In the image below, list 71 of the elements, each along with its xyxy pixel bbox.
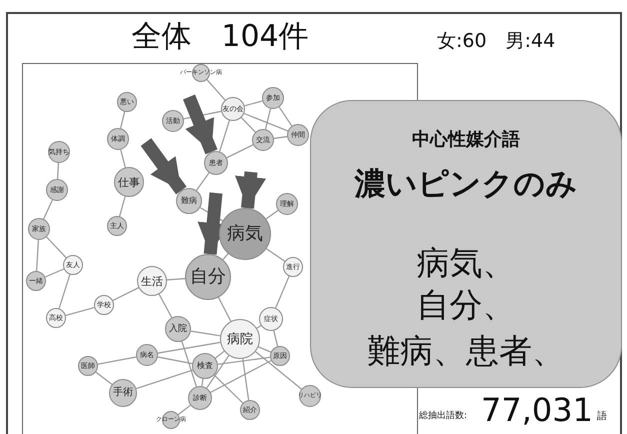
callout-subheading: 濃いピンクのみ [353,169,578,200]
link-line [120,150,126,168]
link-line [240,117,256,133]
callout-box [310,100,622,388]
title: 全体 104件 [130,22,310,52]
link-line [256,325,262,329]
word-label: 手術 [113,388,133,398]
callout-text: 難病、患者、 [366,334,566,367]
link-line [112,287,139,302]
link-line [178,404,191,416]
link-line [266,248,286,262]
link-line [210,360,272,393]
total-value: 77,031 [481,394,593,426]
arrow [234,171,266,209]
link-line [219,120,230,152]
link-line [218,297,232,322]
link-line [275,276,290,308]
link-line [66,307,94,316]
arrow [182,94,218,154]
link-line [266,210,278,220]
link-line [44,268,64,278]
link-line [255,351,302,390]
word-label: 生活 [141,276,163,286]
word-label: 検査 [197,362,213,370]
link-line [196,172,210,191]
arrow [140,138,187,194]
link-line [184,110,222,120]
callout-text: 病気、 [416,246,516,279]
link-line [57,162,59,180]
link-line [218,356,270,365]
link-line [158,356,192,364]
link-line [244,100,263,106]
link-line [242,358,250,400]
link-line [166,278,186,280]
word-label: 病院 [227,332,253,346]
link-line [274,136,288,139]
link-line [43,200,53,220]
link-line [136,370,193,390]
link-line [96,372,112,385]
link-line [214,350,225,359]
link-line [278,106,292,126]
link-line [226,144,254,158]
link-line [222,253,228,260]
callout-heading: 中心性媒介語 [411,131,521,149]
link-line [258,346,272,353]
link-line [244,112,288,132]
link-line [120,112,126,128]
link-line [46,236,67,258]
word-label: 病気 [227,225,263,243]
link-line [201,378,204,386]
total-label: 総抽出語数: [419,412,468,421]
link-line [158,342,220,354]
link-line [119,196,126,217]
link-line [36,240,39,272]
link-line [58,274,70,309]
link-line [264,108,272,130]
link-line [214,374,244,404]
link-line [206,355,230,388]
link-line [273,330,278,346]
link-line [206,79,226,100]
link-line [190,330,220,336]
count-label: 女:60 男:44 [437,32,556,51]
word-label: 仕事 [118,176,140,188]
callout-text: 自分、 [416,288,516,321]
link-line [158,294,172,318]
link-line [98,356,136,365]
word-label: 入院 [169,324,187,334]
link-line [181,341,197,387]
word-label: 難病 [181,197,197,205]
unit-label: 語 [597,412,607,422]
word-label: 自分 [190,268,226,286]
